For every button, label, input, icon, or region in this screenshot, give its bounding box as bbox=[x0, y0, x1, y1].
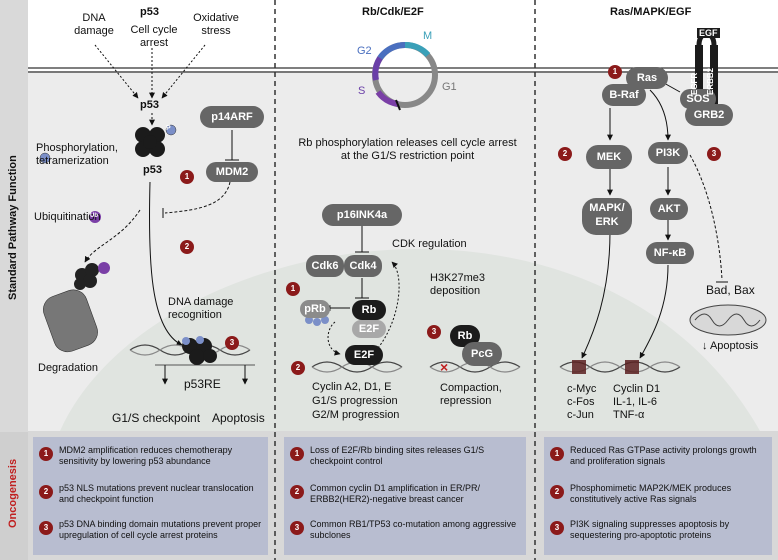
proteasome-icon bbox=[43, 289, 98, 353]
p53-marker-1: 1 bbox=[180, 170, 194, 184]
pcg-node: PcG bbox=[462, 342, 502, 366]
ras-targets-right: Cyclin D1 IL-1, IL-6 TNF-α bbox=[613, 383, 661, 421]
oncogenesis-rb-box: 1 Loss of E2F/Rb binding sites releases … bbox=[284, 437, 526, 555]
ras-header: Ras/MAPK/EGF bbox=[610, 6, 692, 18]
bad-bax-label: Bad, Bax bbox=[706, 283, 755, 297]
rb-marker-2: 2 bbox=[291, 361, 305, 375]
p16-node: p16INK4a bbox=[322, 204, 402, 226]
ras-marker-2: 2 bbox=[558, 147, 572, 161]
g1s-checkpoint-label: G1/S checkpoint bbox=[112, 411, 201, 425]
ub-badge: Ub bbox=[90, 213, 98, 219]
e2f-bound-node: E2F bbox=[345, 345, 383, 365]
p53-top-label: p53 bbox=[140, 99, 159, 111]
p14arf-node: p14ARF bbox=[200, 106, 264, 128]
mapk-node: MAPK/ ERK bbox=[582, 198, 632, 235]
phase-g1: G1 bbox=[442, 81, 457, 93]
rb-marker-3: 3 bbox=[427, 325, 441, 339]
stimulus-dna-damage: DNA damage bbox=[74, 12, 114, 37]
onc-rb-num-2: 2 bbox=[290, 485, 304, 499]
prb-node: pRb bbox=[300, 300, 330, 318]
side-label-standard: Standard Pathway Function bbox=[7, 155, 19, 300]
ras-node: Ras bbox=[626, 67, 668, 89]
onc-p53-text-3: p53 DNA binding domain mutations prevent… bbox=[59, 519, 262, 540]
onc-p53-text-1: MDM2 amplification reduces chemotherapy … bbox=[59, 445, 233, 466]
dna-damage-recognition-label: DNA damage recognition bbox=[168, 296, 234, 321]
rb2-node: Rb bbox=[450, 325, 480, 347]
nucleus-dome bbox=[60, 249, 760, 431]
onc-ras-num-3: 3 bbox=[550, 521, 564, 535]
grb2-node: GRB2 bbox=[685, 104, 733, 126]
nfkb-node: NF-κB bbox=[646, 242, 694, 264]
phase-s: S bbox=[358, 85, 366, 97]
rb-marker-1: 1 bbox=[286, 282, 300, 296]
onc-ras-text-3: PI3K signaling suppresses apoptosis by s… bbox=[570, 519, 730, 540]
rb-targets-label: Cyclin A2, D1, E G1/S progression G2/M p… bbox=[312, 381, 400, 421]
p53-header: p53 bbox=[140, 6, 159, 18]
compaction-label: Compaction, repression bbox=[440, 382, 502, 407]
onc-rb-text-1: Loss of E2F/Rb binding sites releases G1… bbox=[310, 445, 485, 466]
onc-rb-text-2: Common cyclin D1 amplification in ER/PR/… bbox=[310, 483, 481, 504]
onc-ras-text-1: Reduced Ras GTPase activity prolongs gro… bbox=[570, 445, 757, 466]
pi3k-node: PI3K bbox=[648, 142, 688, 164]
p53-label: p53 bbox=[143, 164, 162, 176]
stimulus-oxidative-stress: Oxidative stress bbox=[193, 12, 239, 37]
mek-node: MEK bbox=[586, 145, 632, 169]
mdm2-node: MDM2 bbox=[206, 162, 258, 182]
onc-p53-text-2: p53 NLS mutations prevent nuclear transl… bbox=[59, 483, 254, 504]
onc-ras-num-1: 1 bbox=[550, 447, 564, 461]
onc-p53-num-3: 3 bbox=[39, 521, 53, 535]
onc-p53-num-1: 1 bbox=[39, 447, 53, 461]
ubiquitination-label: Ubiquitination bbox=[34, 211, 101, 223]
p53re-label: p53RE bbox=[184, 377, 221, 391]
ras-marker-3: 3 bbox=[707, 147, 721, 161]
ras-targets-left: c-Myc c-Fos c-Jun bbox=[567, 383, 597, 421]
stimulus-cell-cycle-arrest: Cell cycle arrest bbox=[130, 24, 178, 49]
ras-marker-1: 1 bbox=[608, 65, 622, 79]
cdk6-node: Cdk6 bbox=[306, 255, 344, 277]
onc-rb-num-3: 3 bbox=[290, 521, 304, 535]
oncogenesis-ras-box: 1 Reduced Ras GTPase activity prolongs g… bbox=[544, 437, 772, 555]
erbb2-label: ERBB2 bbox=[706, 67, 715, 95]
onc-rb-text-3: Common RB1/TP53 co-mutation among aggres… bbox=[310, 519, 517, 540]
braf-node: B-Raf bbox=[602, 84, 646, 106]
apoptosis-down-label: ↓ Apoptosis bbox=[702, 340, 759, 352]
rb-node: Rb bbox=[352, 300, 386, 320]
onc-ras-num-2: 2 bbox=[550, 485, 564, 499]
egf-label: EGF bbox=[697, 28, 720, 38]
p53-marker-2: 2 bbox=[180, 240, 194, 254]
phase-m: M bbox=[423, 30, 433, 42]
mitochondrion-icon bbox=[689, 304, 767, 336]
rb-header: Rb/Cdk/E2F bbox=[362, 6, 424, 18]
cdk4-node: Cdk4 bbox=[344, 255, 382, 277]
oncogenesis-p53-box: 1 MDM2 amplification reduces chemotherap… bbox=[33, 437, 268, 555]
apoptosis-label: Apoptosis bbox=[212, 411, 265, 425]
degradation-label: Degradation bbox=[38, 362, 98, 374]
rb-caption: Rb phosphorylation releases cell cycle a… bbox=[298, 137, 517, 162]
e2f-node: E2F bbox=[352, 320, 386, 338]
egfr-label: EGFR bbox=[690, 72, 699, 95]
akt-node: AKT bbox=[650, 198, 688, 220]
onc-p53-num-2: 2 bbox=[39, 485, 53, 499]
phosphorylation-label: Phosphorylation, tetramerization bbox=[36, 142, 118, 167]
svg-text:×: × bbox=[440, 359, 448, 375]
h3k27me3-label: H3K27me3 deposition bbox=[430, 272, 486, 297]
side-label-oncogenesis: Oncogenesis bbox=[7, 458, 19, 528]
p53-marker-3: 3 bbox=[225, 336, 239, 350]
phase-g2: G2 bbox=[357, 45, 372, 57]
onc-ras-text-2: Phosphomimetic MAP2K/MEK produces consti… bbox=[570, 483, 732, 504]
onc-rb-num-1: 1 bbox=[290, 447, 304, 461]
phospho-badge: P bbox=[166, 125, 171, 132]
p53-tetramer-icon bbox=[135, 127, 165, 157]
cdk-regulation-label: CDK regulation bbox=[392, 238, 467, 250]
